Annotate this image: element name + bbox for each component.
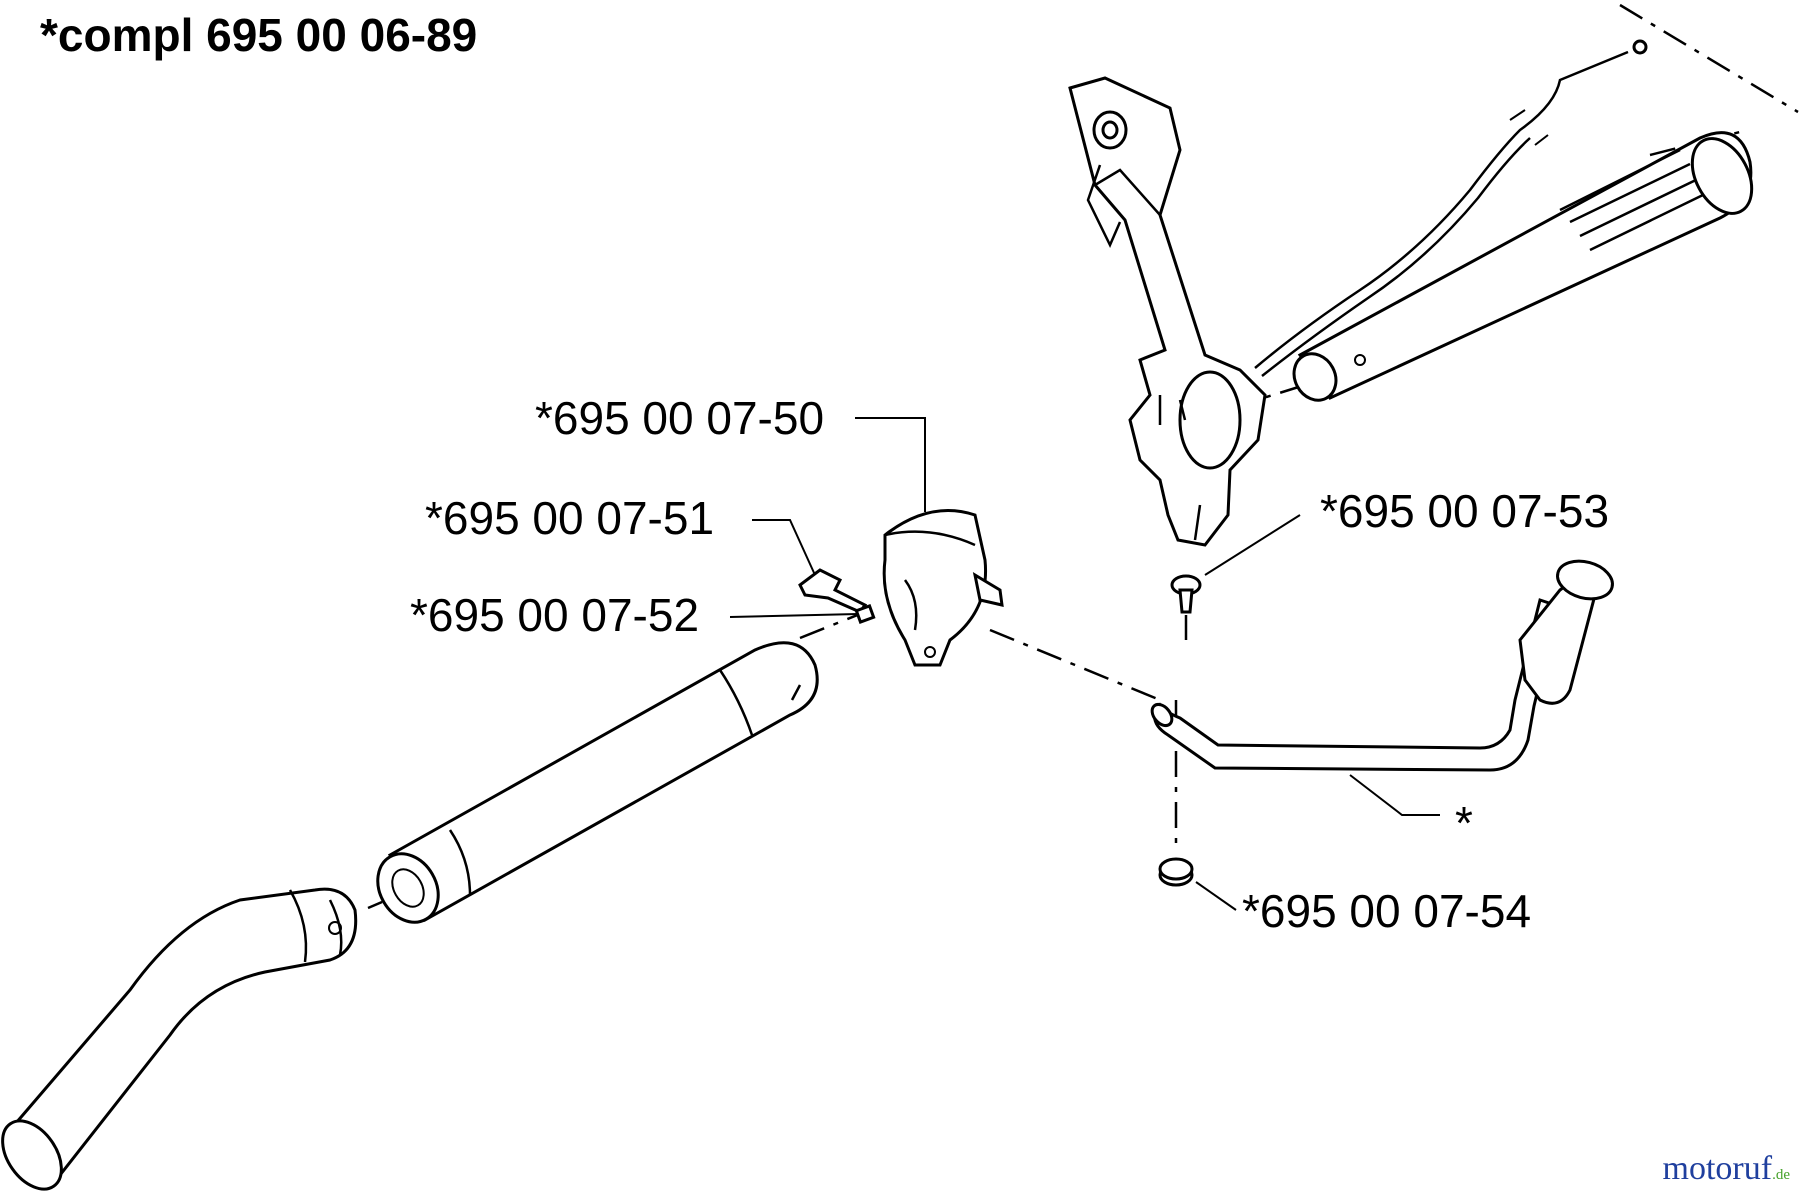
part-label-695-00-07-52: *695 00 07-52 bbox=[410, 589, 700, 641]
upper-grip-tube bbox=[1292, 131, 1754, 402]
wing-screw bbox=[798, 568, 868, 614]
watermark-tld: .de bbox=[1772, 1167, 1790, 1183]
part-label-695-00-07-54: *695 00 07-54 bbox=[1242, 885, 1532, 937]
mounting-clamp bbox=[882, 509, 1004, 667]
title: *compl 695 00 06-89 bbox=[40, 9, 478, 61]
throttle-cable bbox=[1254, 39, 1648, 377]
small-nut bbox=[854, 604, 876, 624]
part-label-695-00-07-51: *695 00 07-51 bbox=[425, 492, 715, 544]
part-label-695-00-07-50: *695 00 07-50 bbox=[535, 392, 825, 444]
handle-bar bbox=[1150, 559, 1614, 772]
leader-lines bbox=[729, 417, 1440, 911]
lower-tube bbox=[376, 641, 819, 924]
watermark-brand: motoruf bbox=[1662, 1150, 1773, 1187]
lock-nut bbox=[1158, 857, 1194, 887]
part-label-695-00-07-53: *695 00 07-53 bbox=[1320, 485, 1610, 537]
part-label-handle-bar: * bbox=[1455, 797, 1473, 849]
screw bbox=[1170, 574, 1202, 614]
throttle-handle-housing bbox=[1068, 76, 1267, 547]
watermark-logo: motoruf.de bbox=[1663, 1150, 1790, 1188]
bent-nozzle-tube bbox=[1, 887, 358, 1191]
